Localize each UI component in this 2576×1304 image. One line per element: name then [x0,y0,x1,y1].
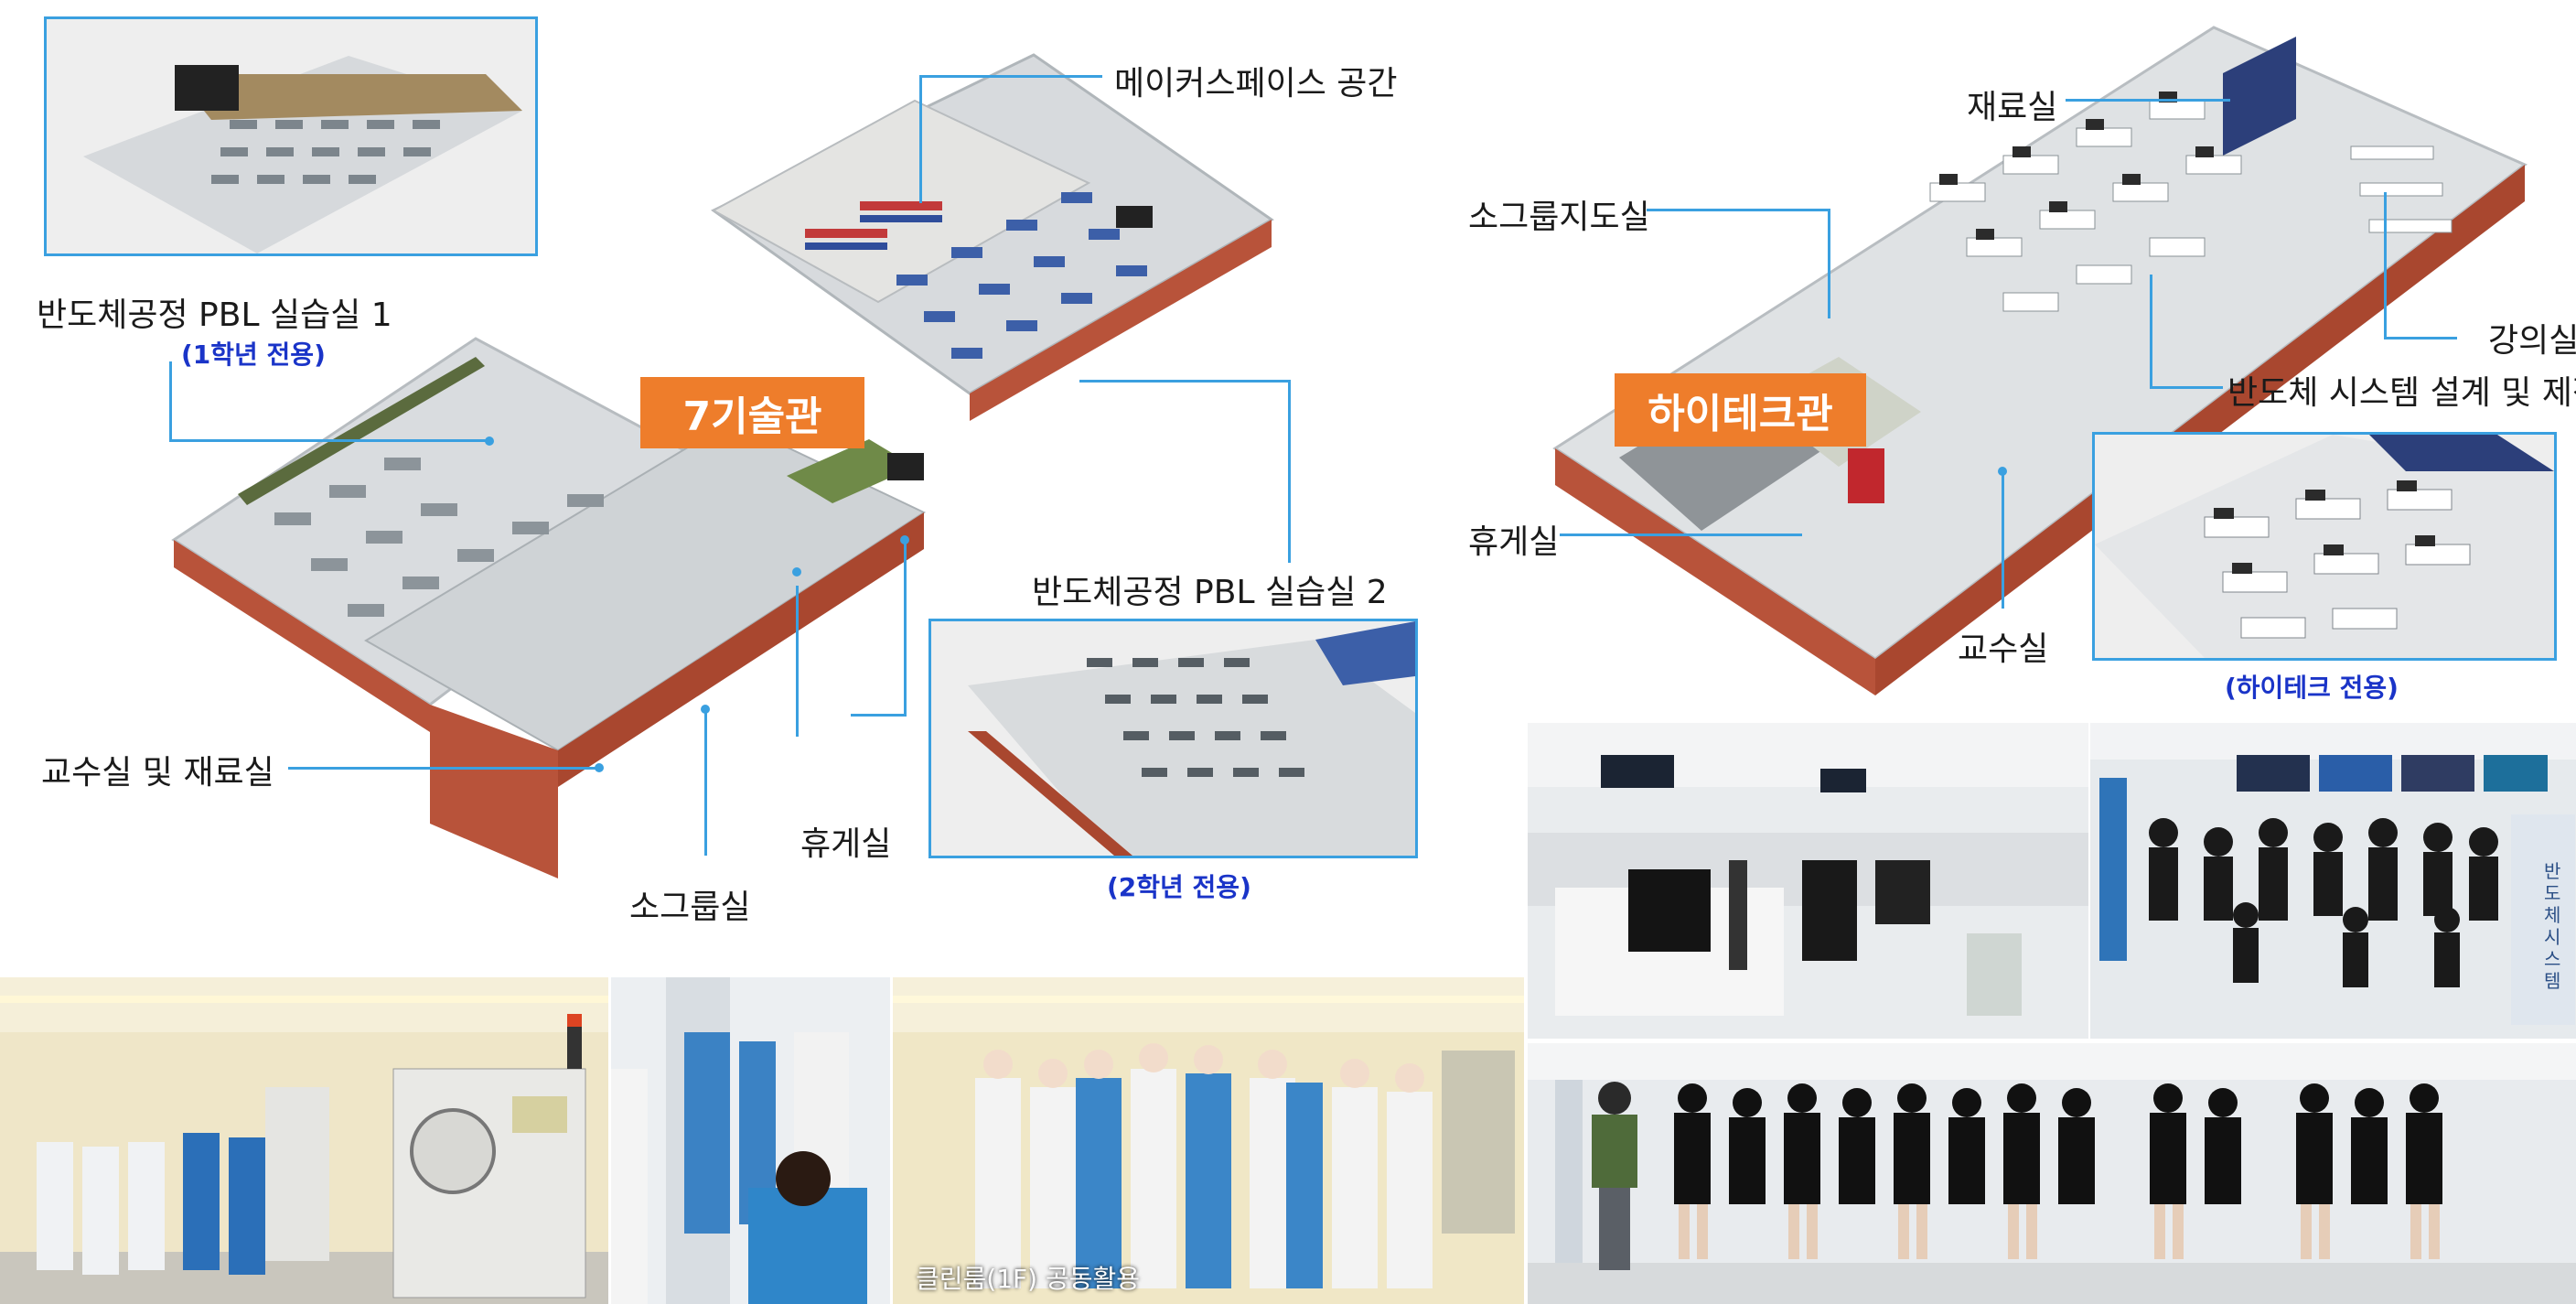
pbl-room-2-inset [928,619,1418,858]
leader-line [169,439,489,442]
cleanroom-group-scene [893,977,1524,1288]
leader-line [904,540,907,717]
leader-dot [792,567,801,577]
building-7-floorplan [0,0,1427,970]
cleanroom-group-photo: 클린룸(1F) 공동활용 [893,977,1524,1304]
banner-vertical-text: 반도체시스템 [2544,860,2561,992]
label-makerspace: 메이커스페이스 공간 [1114,65,1398,102]
hightech-inset [2092,432,2557,661]
leader-line [2002,471,2004,609]
leader-dot [485,436,494,446]
leader-line [704,709,707,856]
students-group-photo-1: 반도체시스템 [2090,723,2576,1039]
note-pbl-room-2: (2학년 전용) [1107,872,1251,902]
pbl-room-1-inset [44,16,538,256]
label-faculty-and-materials: 교수실 및 재료실 [41,754,274,792]
leader-line [1560,533,1802,536]
students-group-photo-2 [1528,1043,2576,1304]
pbl-room-1-inset-drawing [83,56,522,253]
leader-line [919,75,1102,78]
label-small-group-room: 소그룹실 [629,889,751,926]
leader-line [288,767,599,770]
cleanroom-suit-scene [611,977,867,1304]
note-hightech: (하이테크 전용) [2225,673,2399,703]
label-lounge: 휴게실 [800,825,892,863]
cleanroom-suit-photo [611,977,890,1304]
building-7-badge: 7기술관 [640,377,864,448]
leader-line [1828,209,1830,318]
label-pbl-room-1: 반도체공정 PBL 실습실 1 [37,296,392,334]
leader-line [851,714,906,717]
hightech-inset-drawing [2095,435,2554,658]
label-pbl-room-2: 반도체공정 PBL 실습실 2 [1032,574,1388,611]
leader-line [919,75,922,203]
leader-line [2150,275,2152,389]
lab-computers-scene [1528,723,2088,1016]
hightech-badge: 하이테크관 [1615,373,1866,447]
building-7-isometric-drawing [171,53,1274,878]
leader-dot [595,763,604,772]
cleanroom-equipment-scene [0,977,608,1304]
leader-dot [1998,467,2007,476]
leader-line [1647,209,1830,211]
lab-computers-photo [1528,723,2088,1039]
label-small-group-guidance: 소그룹지도실 [1468,199,1650,236]
leader-line [796,586,799,737]
label-materials-room: 재료실 [1967,89,2058,126]
note-pbl-room-1: (1학년 전용) [181,339,326,370]
label-faculty-room: 교수실 [1958,630,2049,668]
leader-dot [701,705,710,714]
leader-line [2384,337,2457,339]
pbl-room-2-inset-drawing [968,621,1415,856]
students-group-scene-2 [1528,1043,2576,1304]
leader-line [2150,386,2223,389]
leader-line [2066,99,2230,102]
leader-line [2384,192,2387,339]
leader-line [1079,380,1290,383]
label-lecture-room: 강의실 [2488,322,2576,360]
cleanroom-equipment-photo [0,977,608,1304]
leader-line [169,361,172,439]
leader-dot [900,535,909,544]
students-group-scene-1 [2090,723,2576,1025]
label-system-design-room: 반도체 시스템 설계 및 제작실 [2227,374,2576,412]
cleanroom-caption: 클린룸(1F) 공동활용 [916,1264,1140,1294]
leader-line [1288,380,1291,563]
label-hightech-lounge: 휴게실 [1468,523,1560,561]
